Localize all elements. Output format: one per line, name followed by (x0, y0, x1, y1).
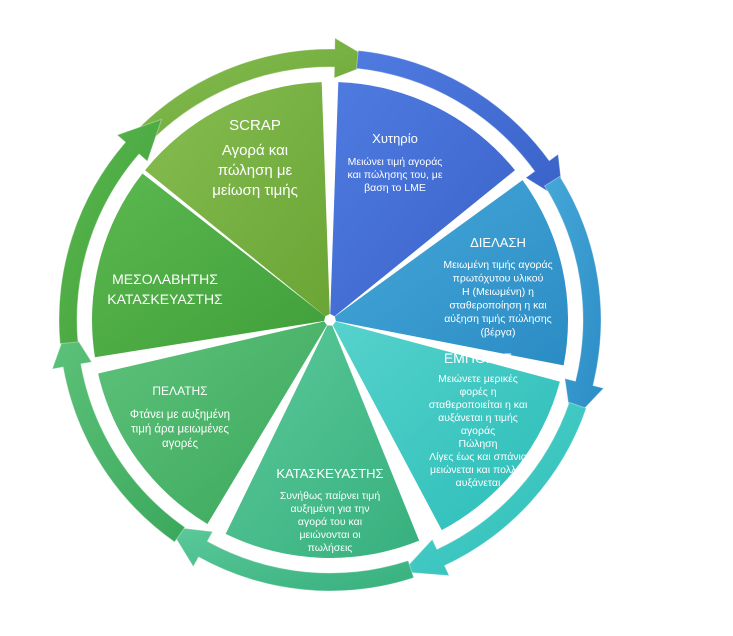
wedge-xytirio (330, 82, 515, 317)
segment-text-line: αυξημένη για την (291, 503, 370, 515)
arrow-kataskeyastis (167, 525, 415, 592)
segment-text-line: Φτάνει με αυξημένη (130, 409, 230, 421)
segment-title: ΔΙΕΛΑΣΗ (470, 235, 526, 250)
arrow-mesolavitis (58, 118, 163, 345)
label-mesolavitis: ΜΕΣΟΛΑΒΗΤΗΣ ΚΑΤΑΣΚΕΥΑΣΤΗΣ (107, 271, 223, 307)
segment-text-line: μείωση τιμής (212, 182, 298, 199)
segment-text-line: Μειώνει τιμή αγοράς (348, 156, 443, 168)
segment-text-line: Λίγες έως και σπάνια (429, 451, 527, 463)
label-pelatis: ΠΕΛΑΤΗΣ Φτάνει με αυξημένη τιμή άρα μειωμέ… (130, 384, 230, 450)
wedge-emporas (332, 321, 560, 531)
segment-text-line: αγοράς (461, 425, 495, 437)
arrow-scrap (131, 37, 377, 149)
segment-text-line: σταθεροποίηση η και (449, 300, 547, 312)
wedge-mesolavitis (91, 173, 326, 358)
segment-text-line: Η (Μειωμένη) η (462, 286, 534, 298)
segment-text-line: τιμή άρα μειωμένες (131, 424, 229, 436)
segment-text-line: ΜΕΣΟΛΑΒΗΤΗΣ (112, 271, 218, 287)
segment-text-line: Συνήθως παίρνει τιμή (280, 490, 381, 502)
segment-text-line: αγορές (162, 438, 198, 450)
segment-text-line: πρωτόχυτου υλικού (453, 273, 544, 285)
segment-text-line: βαση το LME (364, 182, 426, 194)
label-kataskeyastis: ΚΑΤΑΣΚΕΥΑΣΤΗΣ Συνήθως παίρνει τιμήαυξημέν… (276, 466, 383, 554)
arrow-xytirio (355, 49, 565, 203)
wedge-scrap (145, 82, 330, 317)
segment-title: ΚΑΤΑΣΚΕΥΑΣΤΗΣ (276, 466, 383, 481)
segment-title: ΕΜΠΟΡΑΣ (444, 350, 513, 366)
segment-text-line: πώληση με (218, 162, 293, 179)
segment-text-line: αυξάνεται (456, 477, 501, 489)
segment-text-line: αύξηση τιμής πώλησης (444, 313, 552, 325)
arrow-dielasi (543, 175, 605, 424)
segment-text-line: ΚΑΤΑΣΚΕΥΑΣΤΗΣ (107, 291, 223, 307)
segment-text-line: Μειώνετε μερικές (438, 373, 518, 385)
segment-text-line: Αγορά και (222, 142, 288, 159)
label-dielasi: ΔΙΕΛΑΣΗ Μειωμένη τιμής αγοράς πρωτόχυτου υ… (443, 235, 552, 339)
segment-text-line: Πώληση (459, 438, 498, 450)
segment-text-line: Μειωμένη τιμής αγοράς (443, 259, 552, 271)
segment-text-line: μειώνεται και πολλές (430, 464, 526, 476)
segment-title: Χυτηρίο (372, 131, 418, 146)
segment-text-line: αυξάνεται η τιμής (438, 412, 518, 424)
arrow-emporas (401, 401, 587, 577)
segment-text-line: πωλήσεις (308, 542, 353, 554)
segment-text-line: αγορά του και (298, 516, 363, 528)
wedge-kataskeyastis (225, 325, 420, 558)
segment-title: ΠΕΛΑΤΗΣ (152, 384, 207, 398)
segment-text-line: φορές η (459, 386, 496, 398)
arrow-pelatis (51, 323, 186, 543)
label-scrap: SCRAP Αγορά και πώληση με μείωση τιμής (212, 117, 298, 199)
wedge-pelatis (98, 321, 327, 525)
segment-text-line: (βέργα) (480, 327, 515, 339)
segment-text-line: σταθεροποιείται η και (429, 399, 528, 411)
segment-text-line: μειώνονται οι (299, 529, 361, 541)
wedge-dielasi (334, 180, 568, 366)
segment-text-line: και πώλησης του, με (347, 169, 442, 181)
segment-title: SCRAP (229, 117, 281, 134)
